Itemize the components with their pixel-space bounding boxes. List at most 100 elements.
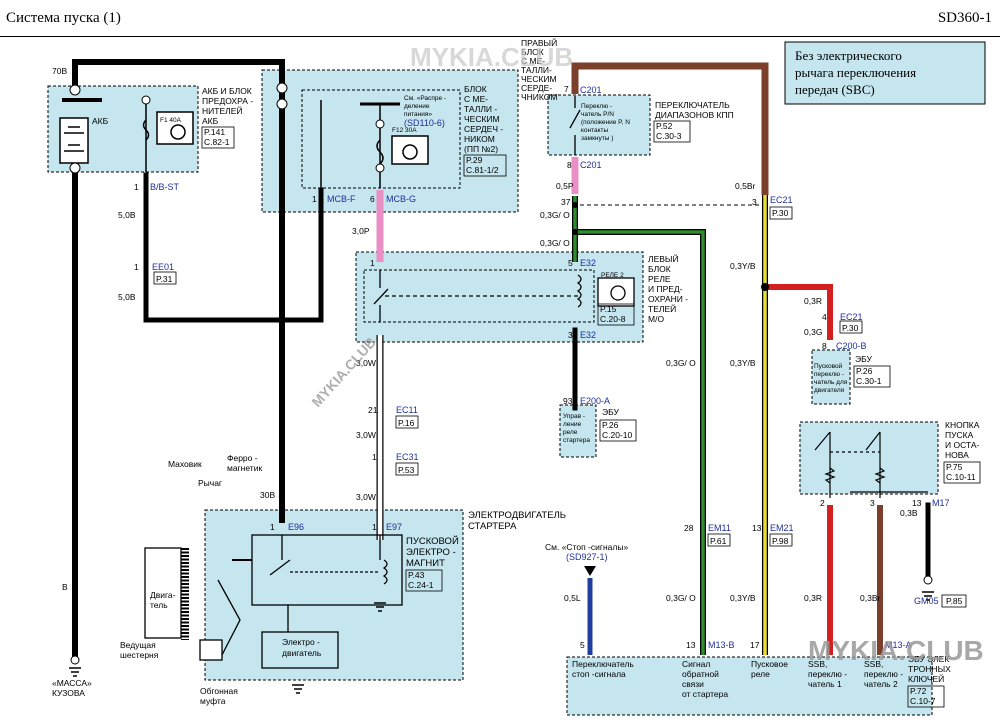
diagram-label: P.72 bbox=[910, 686, 927, 696]
diagram-label: P.85 bbox=[946, 596, 963, 606]
wire-0-5br bbox=[571, 62, 769, 195]
diagram-label: 13 bbox=[686, 640, 696, 650]
diagram-label: 3,0P bbox=[352, 226, 370, 236]
diagram-shape bbox=[584, 566, 596, 576]
diagram-label: Пусковое bbox=[751, 659, 788, 669]
diagram-label: 0,5P bbox=[556, 181, 574, 191]
diagram-shape bbox=[599, 419, 637, 442]
diagram-shape bbox=[261, 631, 339, 669]
diagram-label: РЕЛЕ 2 bbox=[601, 272, 624, 279]
ecu-pushbutton-box bbox=[811, 349, 851, 405]
diagram-label: переклю - bbox=[864, 669, 903, 679]
diagram-label: (ПП №2) bbox=[464, 144, 498, 154]
diagram-label: ПРАВЫЙ bbox=[521, 37, 557, 48]
watermark-bottom: MYKIA.CLUB bbox=[808, 635, 984, 666]
diagram-label: P.53 bbox=[398, 465, 415, 475]
diagram-label: 0,3G/ O bbox=[540, 210, 570, 220]
diagram-shape bbox=[907, 685, 945, 708]
diagram-label: E32 bbox=[580, 258, 596, 268]
diagram-label: 0,3G/ O bbox=[540, 238, 570, 248]
diagram-label: ЭБУ bbox=[602, 407, 619, 417]
diagram-shape bbox=[610, 285, 626, 301]
diagram-label: (SD110-6) bbox=[404, 118, 445, 128]
diagram-shape bbox=[405, 569, 443, 592]
diagram-label: EE01 bbox=[152, 262, 174, 272]
diagram-label: чатель 2 bbox=[864, 679, 898, 689]
diagram-label: С МЕ- bbox=[521, 56, 545, 66]
diagram-shape bbox=[597, 303, 635, 326]
diagram-label: Переклю - bbox=[581, 103, 612, 110]
diagram-shape bbox=[839, 320, 863, 334]
diagram-label: 1 bbox=[134, 262, 139, 272]
diagram-label: Пусковой bbox=[814, 362, 843, 370]
diagram-shape bbox=[941, 594, 967, 608]
diagram-shape bbox=[170, 124, 186, 140]
diagram-label: 4 bbox=[822, 312, 827, 322]
diagram-label: P.30 bbox=[772, 208, 789, 218]
diagram-label: ДИАПАЗОНОВ КПП bbox=[655, 110, 734, 120]
diagram-shape bbox=[373, 288, 389, 305]
diagram-label: НИКОМ bbox=[464, 134, 495, 144]
diagram-label: 17 bbox=[750, 640, 760, 650]
diagram-label: E97 bbox=[386, 522, 402, 532]
diagram-label: C201 bbox=[580, 160, 602, 170]
diagram-label: C.30-3 bbox=[656, 131, 682, 141]
diagram-label: от стартера bbox=[682, 689, 728, 699]
diagram-label: Управ - bbox=[563, 413, 585, 420]
diagram-label: Маховик bbox=[168, 459, 202, 469]
diagram-label: КЛЮЧЕЙ bbox=[908, 673, 944, 684]
diagram-label: 5 bbox=[568, 258, 573, 268]
diagram-label: СЕРДЕ- bbox=[521, 83, 552, 93]
diagram-label: E32 bbox=[580, 330, 596, 340]
diagram-label: SSB, bbox=[864, 659, 883, 669]
wire-0-3r bbox=[765, 284, 833, 340]
diagram-label: M17 bbox=[932, 498, 950, 508]
watermark-mid: MYKIA.CLUB bbox=[308, 334, 379, 410]
diagram-label: 0,3R bbox=[804, 296, 822, 306]
diagram-shape bbox=[292, 684, 304, 694]
watermark-top: MYKIA.CLUB bbox=[410, 42, 573, 72]
diagram-label: КУЗОВА bbox=[52, 688, 85, 698]
diagram-label: 1 bbox=[370, 258, 375, 268]
diagram-label: 0,5Br bbox=[735, 181, 755, 191]
diagram-label: 7 bbox=[564, 84, 569, 94]
diagram-shape bbox=[395, 462, 419, 476]
diagram-label: И ПРЕД- bbox=[648, 284, 683, 294]
diagram-label: Рычаг bbox=[198, 478, 222, 488]
diagram-label: питания» bbox=[404, 111, 432, 118]
diagram-label: ОХРАНИ - bbox=[648, 294, 688, 304]
range-switch-box bbox=[547, 94, 651, 156]
diagram-label: P.98 bbox=[772, 536, 789, 546]
diagram-label: тель bbox=[150, 600, 168, 610]
diagram-label: М/О bbox=[648, 314, 664, 324]
diagram-label: чатель 1 bbox=[808, 679, 842, 689]
diagram-label: P.43 bbox=[408, 570, 425, 580]
diagram-shape bbox=[395, 415, 419, 429]
diagram-label: P.16 bbox=[398, 418, 415, 428]
diagram-label: 28 bbox=[684, 523, 694, 533]
diagram-label: C.20-10 bbox=[602, 430, 633, 440]
diagram-label: 70B bbox=[52, 66, 67, 76]
diagram-label: обратной bbox=[682, 669, 719, 679]
fuse1-label: F1 40A bbox=[160, 117, 182, 124]
diagram-label: чатель для bbox=[814, 379, 848, 386]
diagram-label: P.52 bbox=[656, 121, 673, 131]
diagram-label: БЛОК bbox=[464, 84, 487, 94]
diagram-label: двигателя bbox=[814, 387, 845, 394]
diagram-label: ЛЕВЫЙ bbox=[648, 253, 679, 264]
diagram-label: 1 bbox=[312, 194, 317, 204]
diagram-label: EC31 bbox=[396, 452, 419, 462]
diagram-label: M13-B bbox=[708, 640, 735, 650]
diagram-shape bbox=[576, 274, 582, 308]
wire-70b bbox=[72, 59, 285, 523]
diagram-label: Ферро - bbox=[227, 453, 258, 463]
diagram-label: Двига- bbox=[150, 590, 176, 600]
diagram-shape bbox=[382, 559, 388, 585]
diagram-label: См. «Распре - bbox=[404, 95, 446, 102]
diagram-shape bbox=[865, 431, 881, 451]
diagram-label: 13 bbox=[752, 523, 762, 533]
diagram-label: замкнуты ) bbox=[581, 135, 613, 142]
diagram-label: реле bbox=[751, 669, 770, 679]
diagram-shape bbox=[199, 639, 223, 661]
diagram-label: EC11 bbox=[396, 405, 418, 415]
